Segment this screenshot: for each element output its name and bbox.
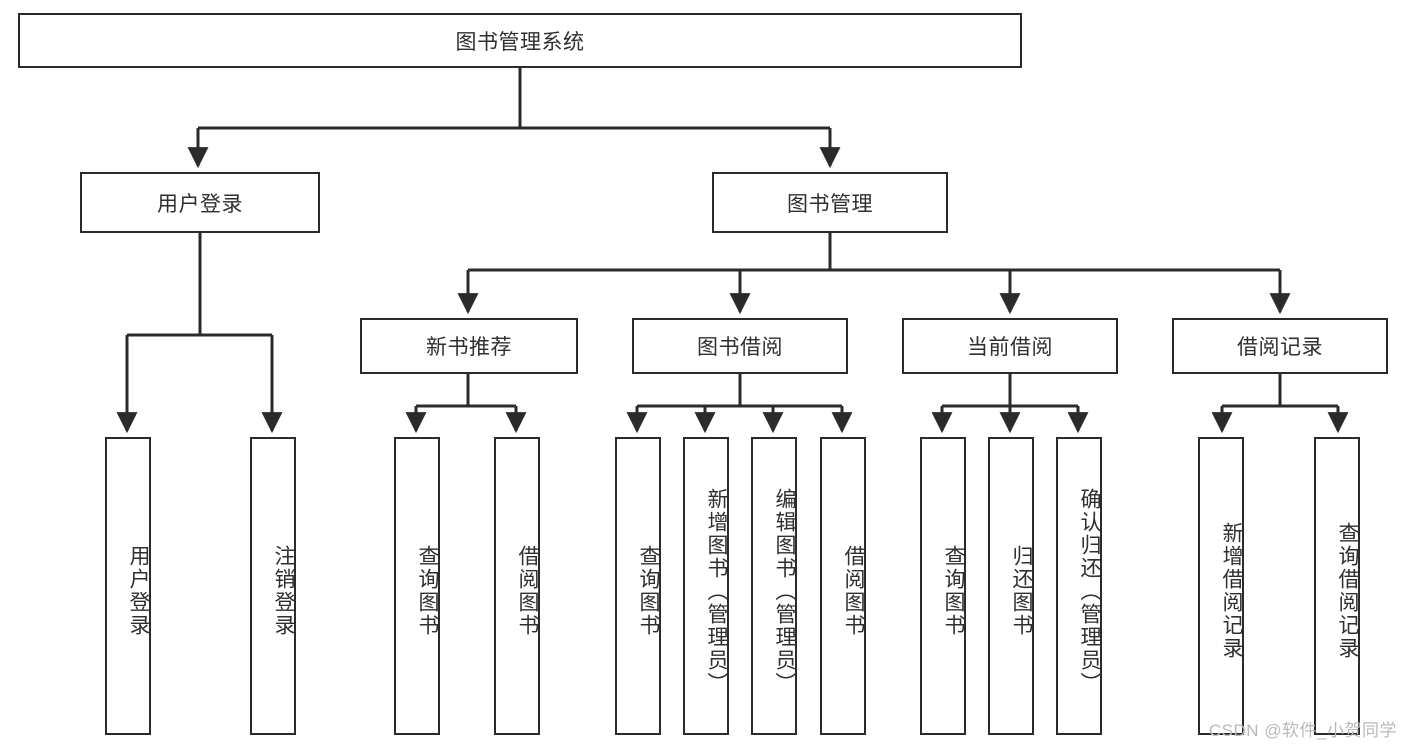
node-borrow-record[interactable]: 借阅记录: [1172, 318, 1388, 374]
leaf-add-book[interactable]: 新增图书（管理员）: [683, 437, 729, 735]
node-book-manage[interactable]: 图书管理: [712, 172, 948, 233]
leaf-query-book-3[interactable]: 查询图书: [920, 437, 966, 735]
leaf-user-login[interactable]: 用户登录: [105, 437, 151, 735]
leaf-return-book[interactable]: 归还图书: [988, 437, 1034, 735]
node-new-book-recommend-label: 新书推荐: [426, 336, 512, 359]
leaf-query-book-1-label: 查询图书: [416, 545, 439, 637]
node-user-login-label: 用户登录: [157, 192, 243, 216]
leaf-logout-login-label: 注销登录: [272, 545, 295, 637]
leaf-query-record-label: 查询借阅记录: [1336, 522, 1359, 660]
leaf-borrow-book-1-label: 借阅图书: [516, 545, 539, 637]
node-book-manage-label: 图书管理: [787, 192, 873, 216]
node-book-borrow[interactable]: 图书借阅: [632, 318, 848, 374]
leaf-confirm-return[interactable]: 确认归还（管理员）: [1056, 437, 1102, 735]
leaf-edit-book[interactable]: 编辑图书（管理员）: [751, 437, 797, 735]
leaf-edit-book-label: 编辑图书（管理员）: [773, 487, 796, 695]
leaf-return-book-label: 归还图书: [1010, 545, 1033, 637]
node-book-borrow-label: 图书借阅: [697, 336, 783, 359]
leaf-borrow-book-2-label: 借阅图书: [842, 545, 865, 637]
leaf-add-record[interactable]: 新增借阅记录: [1198, 437, 1244, 735]
node-new-book-recommend[interactable]: 新书推荐: [360, 318, 578, 374]
leaf-query-record[interactable]: 查询借阅记录: [1314, 437, 1360, 735]
node-current-borrow-label: 当前借阅: [967, 336, 1053, 359]
node-current-borrow[interactable]: 当前借阅: [902, 318, 1118, 374]
leaf-user-login-label: 用户登录: [127, 545, 150, 637]
leaf-query-book-2[interactable]: 查询图书: [615, 437, 661, 735]
leaf-borrow-book-2[interactable]: 借阅图书: [820, 437, 866, 735]
csdn-watermark: CSDN @软件_小贺同学: [1208, 721, 1397, 740]
leaf-logout-login[interactable]: 注销登录: [250, 437, 296, 735]
leaf-add-book-label: 新增图书（管理员）: [705, 487, 728, 695]
node-root-system[interactable]: 图书管理系统: [18, 13, 1022, 68]
leaf-borrow-book-1[interactable]: 借阅图书: [494, 437, 540, 735]
node-borrow-record-label: 借阅记录: [1237, 336, 1323, 359]
leaf-query-book-3-label: 查询图书: [942, 545, 965, 637]
leaf-query-book-1[interactable]: 查询图书: [394, 437, 440, 735]
leaf-confirm-return-label: 确认归还（管理员）: [1078, 487, 1101, 695]
leaf-add-record-label: 新增借阅记录: [1220, 522, 1243, 660]
node-root-label: 图书管理系统: [455, 30, 585, 54]
leaf-query-book-2-label: 查询图书: [637, 545, 660, 637]
node-user-login[interactable]: 用户登录: [80, 172, 320, 233]
